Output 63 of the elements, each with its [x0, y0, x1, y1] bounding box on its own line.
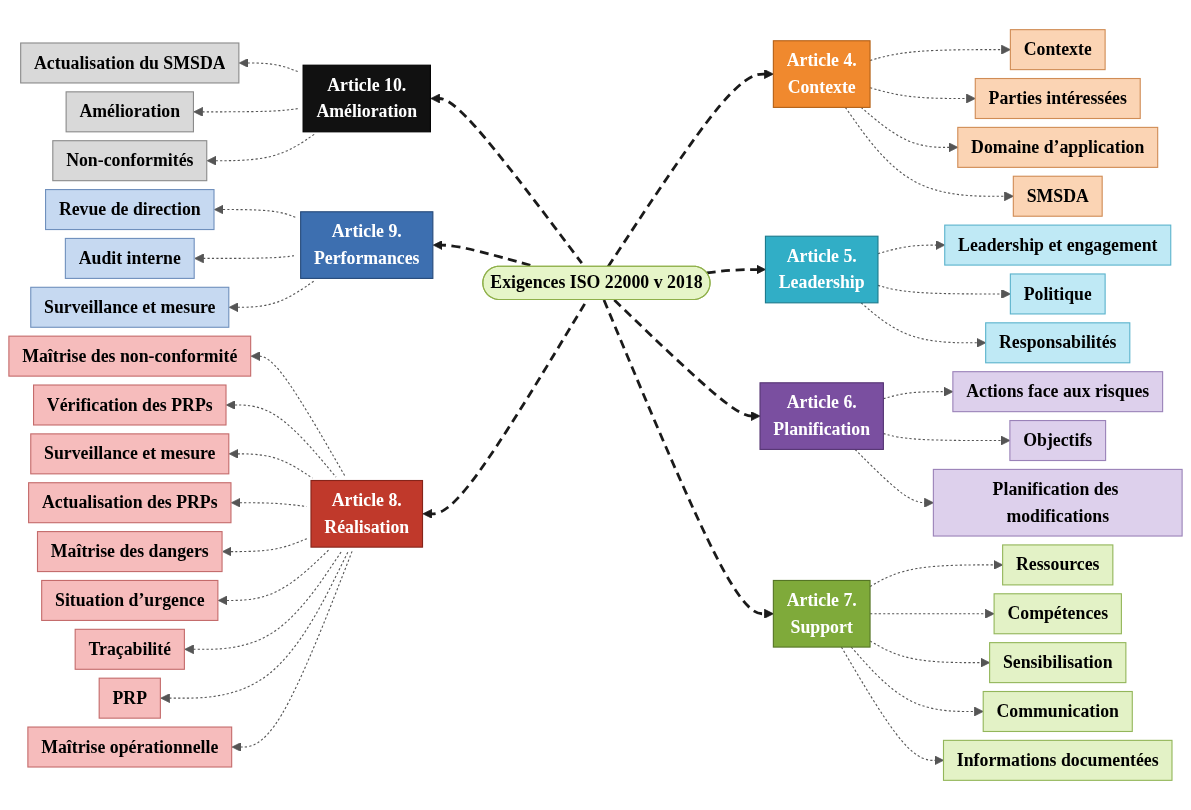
node-box: Politique: [1009, 273, 1106, 315]
arrow: [222, 538, 308, 557]
arrow: [228, 280, 315, 313]
node-box: PRP: [98, 677, 161, 719]
arrow: [430, 93, 583, 265]
node-box: Revue de direction: [45, 189, 215, 231]
node-box: Compétences: [993, 593, 1122, 635]
node-box: Article 10. Amélioration: [302, 64, 431, 133]
arrow: [250, 351, 346, 478]
node-box: Parties intéressées: [974, 77, 1141, 120]
arrow: [602, 299, 774, 619]
node-box: Article 5. Leadership: [764, 235, 879, 304]
arrow: [706, 264, 766, 275]
arrow: [238, 58, 300, 73]
node-box: Communication: [982, 690, 1133, 733]
node-box: Sensibilisation: [989, 642, 1127, 684]
node-box: Situation d’urgence: [41, 579, 219, 621]
arrow: [432, 240, 532, 267]
node-box: Audit interne: [64, 237, 195, 279]
arrow: [217, 549, 330, 606]
node-box: Actualisation du SMSDA: [20, 42, 240, 84]
node-box: Article 9. Performances: [300, 211, 434, 279]
node-box: Actualisation des PRPs: [28, 482, 232, 524]
arrow: [184, 550, 343, 655]
arrow: [214, 204, 298, 219]
arrow: [231, 550, 353, 752]
node-box: Article 4. Contexte: [772, 40, 871, 108]
node-box: Maîtrise des non-conformité: [8, 335, 252, 377]
arrow: [230, 497, 308, 508]
node-box: Article 8. Réalisation: [310, 479, 424, 548]
arrow: [193, 106, 300, 117]
node-box: Responsabilités: [985, 322, 1131, 364]
node-box: Surveillance et mesure: [30, 286, 230, 328]
arrow: [226, 400, 337, 478]
arrow: [160, 550, 349, 704]
node-box: Maîtrise des dangers: [36, 531, 223, 573]
node-box: Leadership et engagement: [944, 224, 1172, 266]
node-box: Surveillance et mesure: [30, 433, 230, 475]
arrow: [877, 284, 1011, 299]
node-box: Actions face aux risques: [952, 371, 1164, 413]
arrow: [844, 106, 1014, 202]
arrow: [422, 303, 586, 519]
node-box: SMSDA: [1012, 175, 1103, 217]
arrow: [854, 448, 934, 508]
node-box: Contexte: [1009, 29, 1106, 71]
node-box: Article 7. Support: [772, 579, 871, 648]
node-box: Non-conformités: [52, 140, 208, 182]
node-box: Informations documentées: [942, 739, 1173, 781]
node-box: Domaine d’application: [957, 126, 1159, 168]
node-box: Article 6. Planification: [759, 382, 884, 450]
arrow: [840, 646, 944, 766]
arrow: [206, 133, 315, 166]
arrow: [228, 448, 313, 479]
node-box: Amélioration: [65, 91, 194, 133]
arrow: [606, 69, 774, 268]
arrow: [194, 253, 297, 264]
node-box: Vérification des PRPs: [33, 384, 227, 426]
node-box: Objectifs: [1009, 420, 1107, 462]
arrow: [613, 299, 761, 421]
node-box: Planification des modifications: [932, 468, 1183, 537]
node-box: Ressources: [1002, 544, 1114, 586]
node-box: Maîtrise opérationnelle: [27, 726, 233, 768]
node-box: Traçabilité: [74, 628, 185, 670]
